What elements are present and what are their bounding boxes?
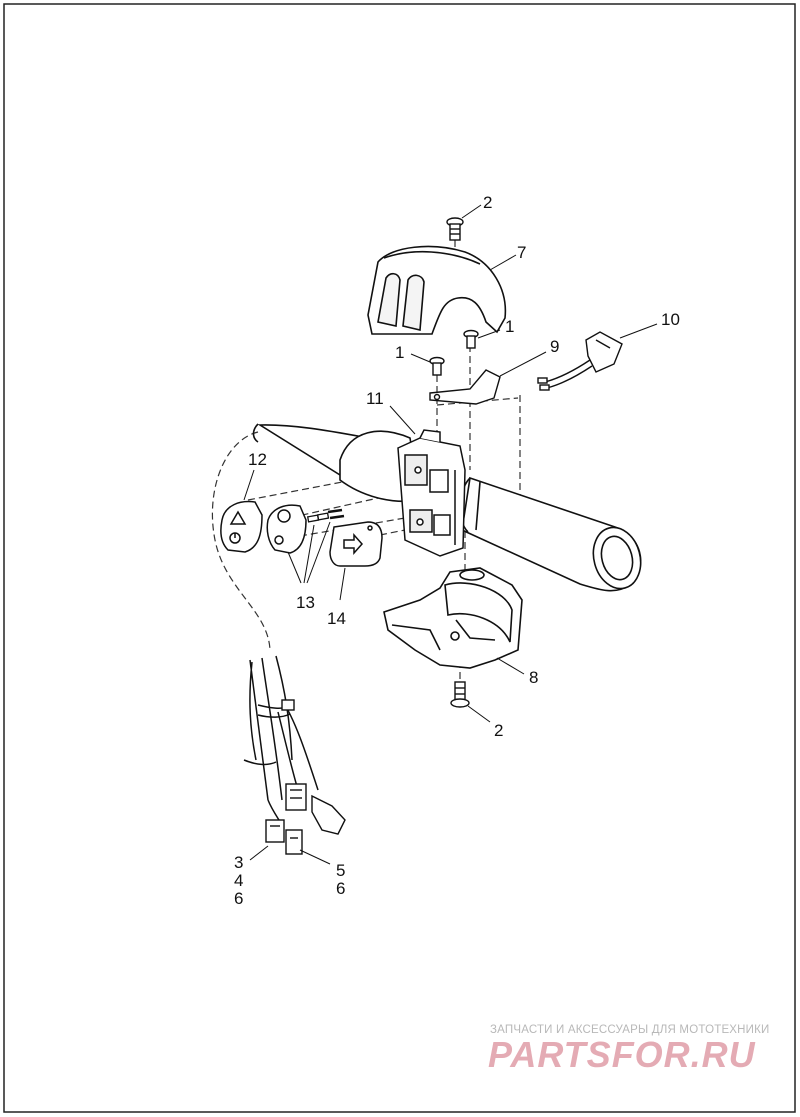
watermark-tagline: ЗАПЧАСТИ И АКСЕССУАРЫ ДЛЯ МОТОТЕХНИКИ xyxy=(490,1024,770,1036)
leader-2-top xyxy=(461,204,482,219)
callout-11: 11 xyxy=(366,389,384,408)
callout-1-left: 1 xyxy=(395,343,405,362)
leader-2-bottom xyxy=(467,705,491,723)
leader-10 xyxy=(619,323,658,339)
upper-switch-housing xyxy=(367,245,507,335)
screw-2-bottom xyxy=(450,681,470,708)
watermark-logo: PARTSFOR.RU xyxy=(488,1034,756,1075)
screw-1-left xyxy=(429,356,445,376)
leader-3 xyxy=(249,845,269,861)
callout-9: 9 xyxy=(550,337,560,356)
springs xyxy=(306,508,345,523)
leader-1-right xyxy=(477,329,501,339)
turn-signal-button xyxy=(329,521,383,567)
harness-connectors xyxy=(265,699,346,855)
switch-assembly xyxy=(397,429,466,557)
callout-1-right: 1 xyxy=(505,317,515,336)
handlebar-tube xyxy=(252,423,421,503)
leader-11 xyxy=(389,405,416,435)
callout-4: 4 xyxy=(234,871,244,890)
screw-2-top xyxy=(446,217,464,241)
switch-cap-hazard xyxy=(220,500,263,553)
callout-6-right: 6 xyxy=(336,879,346,898)
callout-5: 5 xyxy=(336,861,346,880)
callout-2-bottom: 2 xyxy=(494,721,504,740)
wiring-harness xyxy=(243,655,319,826)
diagram-border xyxy=(3,3,796,1113)
harness-connector xyxy=(537,331,623,391)
callout-10: 10 xyxy=(661,310,680,329)
callout-2-top: 2 xyxy=(483,193,493,212)
callout-14: 14 xyxy=(327,609,346,628)
leader-5 xyxy=(299,849,331,865)
callout-3: 3 xyxy=(234,853,244,872)
leader-14 xyxy=(339,567,346,601)
leader-9 xyxy=(499,351,547,377)
callout-8: 8 xyxy=(529,668,539,687)
callout-6-left: 6 xyxy=(234,889,244,908)
switch-cap-horn xyxy=(266,504,307,554)
leader-8 xyxy=(496,657,525,675)
screw-1-right xyxy=(463,329,479,349)
leader-1-left xyxy=(410,353,431,363)
mounting-bracket xyxy=(429,369,501,405)
leader-7 xyxy=(489,254,517,271)
callout-12: 12 xyxy=(248,450,267,469)
lower-switch-housing xyxy=(383,567,523,669)
handlebar-grip xyxy=(459,476,642,592)
callout-13: 13 xyxy=(296,593,315,612)
leader-12 xyxy=(243,469,255,501)
leader-13 xyxy=(287,521,331,584)
callout-7: 7 xyxy=(517,243,527,262)
